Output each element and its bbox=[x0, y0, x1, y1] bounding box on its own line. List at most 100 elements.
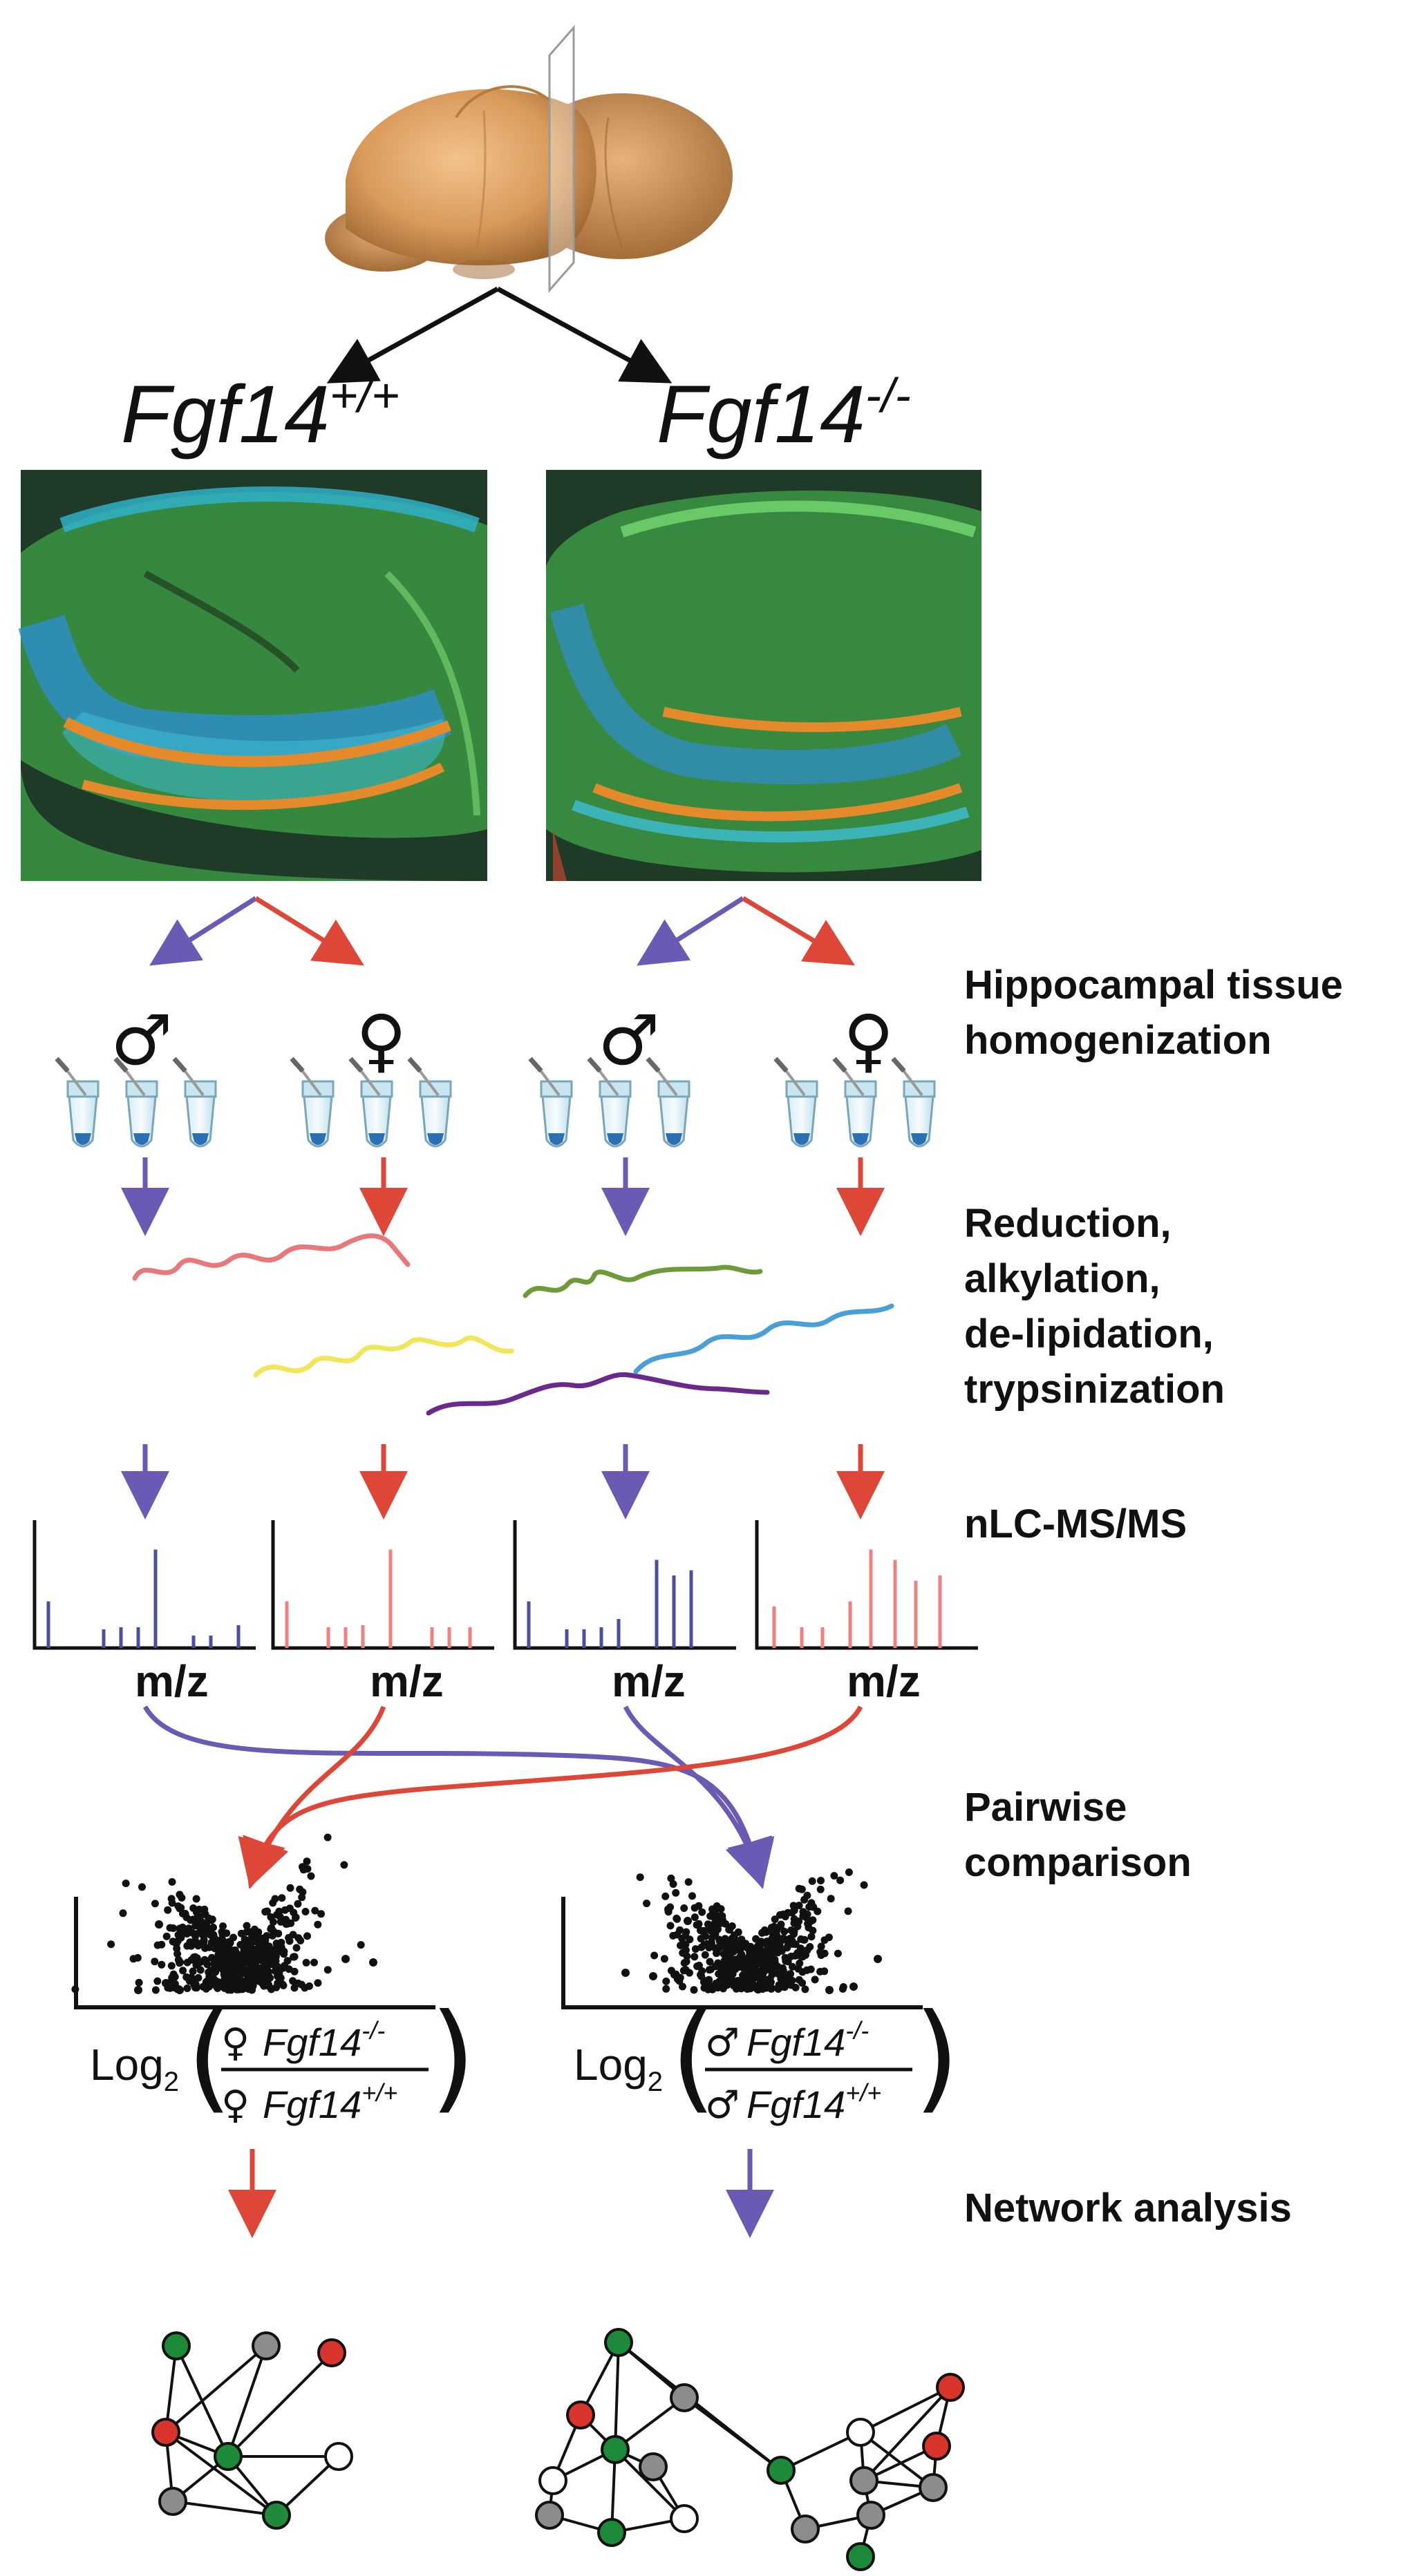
volcano-point bbox=[151, 1900, 159, 1908]
network-node bbox=[919, 2473, 948, 2502]
tube-icon bbox=[832, 1057, 877, 1148]
volcano-point bbox=[839, 1983, 847, 1991]
volcano-point bbox=[303, 1857, 311, 1866]
step-ms: nLC-MS/MS bbox=[964, 1502, 1187, 1546]
volcano-point bbox=[212, 1968, 219, 1976]
volcano-point bbox=[705, 1966, 713, 1974]
volcano-point bbox=[317, 1910, 325, 1918]
network-node bbox=[601, 2435, 630, 2464]
spectrum-plot bbox=[32, 1520, 256, 1650]
volcano-point bbox=[680, 1904, 688, 1912]
spectrum-axes bbox=[271, 1520, 494, 1650]
svg-text:♀: ♀ bbox=[221, 2020, 250, 2065]
volcano-point bbox=[719, 1985, 727, 1993]
spectrum-axis-label: m/z bbox=[847, 1656, 921, 1706]
volcano-point bbox=[71, 1985, 79, 1993]
volcano-point bbox=[690, 1904, 699, 1912]
volcano-point bbox=[306, 1982, 313, 1990]
volcano-point bbox=[662, 1977, 670, 1985]
volcano-point bbox=[219, 1936, 227, 1944]
volcano-point bbox=[707, 1939, 715, 1947]
spectrum-axes bbox=[32, 1520, 256, 1650]
sample-tubes bbox=[55, 1057, 936, 1148]
volcano-point bbox=[151, 1958, 159, 1966]
volcano-point bbox=[664, 1905, 672, 1913]
volcano-point bbox=[188, 1929, 196, 1937]
volcano-point bbox=[761, 1926, 769, 1934]
network-node bbox=[252, 2331, 281, 2360]
network-node bbox=[538, 2466, 567, 2495]
volcano-point bbox=[766, 1974, 774, 1982]
volcano-point bbox=[778, 1975, 786, 1982]
volcano-point bbox=[119, 1909, 127, 1917]
network-node bbox=[670, 2383, 699, 2412]
volcano-point bbox=[314, 1920, 322, 1929]
spectrum-axis-label: m/z bbox=[135, 1656, 209, 1706]
volcano-point bbox=[706, 1958, 714, 1966]
volcano-point bbox=[265, 1982, 273, 1991]
volcano-point bbox=[297, 1937, 305, 1944]
volcano-point bbox=[267, 1913, 275, 1921]
volcano-point bbox=[680, 1959, 688, 1967]
volcano-point bbox=[245, 1949, 253, 1958]
network-edge bbox=[227, 2345, 267, 2457]
volcano-point bbox=[282, 1920, 290, 1928]
svg-text:♂: ♂ bbox=[705, 2020, 740, 2065]
network-node bbox=[791, 2515, 820, 2544]
network-node bbox=[846, 2418, 875, 2447]
network-node bbox=[849, 2466, 878, 2495]
volcano-point bbox=[800, 1895, 809, 1904]
network-node bbox=[158, 2487, 187, 2516]
volcano-point bbox=[662, 1985, 670, 1993]
network-edge bbox=[614, 2342, 620, 2450]
network-node bbox=[317, 2338, 346, 2367]
volcano-point bbox=[874, 1955, 882, 1963]
volcano-point bbox=[699, 1928, 707, 1936]
volcano-point bbox=[809, 1916, 817, 1924]
volcano-point bbox=[196, 1966, 205, 1974]
volcano-point bbox=[707, 1926, 715, 1935]
volcano-point bbox=[107, 1940, 115, 1949]
network-graph bbox=[151, 2331, 353, 2530]
brain-illustration bbox=[325, 25, 733, 293]
volcano-point bbox=[676, 1926, 684, 1934]
volcano-point bbox=[690, 1953, 699, 1961]
network-graph bbox=[535, 2328, 965, 2571]
network-edge bbox=[683, 2396, 782, 2472]
network-edge bbox=[860, 2386, 951, 2434]
volcano-plot bbox=[71, 1833, 435, 2009]
volcano-point bbox=[223, 1929, 231, 1938]
volcano-point bbox=[223, 1962, 232, 1971]
volcano-point bbox=[162, 1979, 170, 1987]
volcano-point bbox=[771, 1915, 779, 1924]
spectrum-axes bbox=[513, 1520, 736, 1650]
volcano-point bbox=[758, 1980, 767, 1989]
spectrum-plot bbox=[271, 1520, 494, 1650]
volcano-point bbox=[135, 1978, 143, 1987]
volcano-point bbox=[169, 1970, 178, 1978]
volcano-point bbox=[192, 1895, 200, 1903]
volcano-point bbox=[779, 1910, 787, 1918]
svg-text:Fgf14+/+: Fgf14+/+ bbox=[263, 2078, 397, 2126]
volcano-point bbox=[763, 1938, 771, 1946]
volcano-point bbox=[726, 1965, 735, 1973]
sex-split-arrows bbox=[149, 896, 856, 966]
volcano-point bbox=[649, 1972, 657, 1980]
tube-icon bbox=[55, 1057, 100, 1148]
step-network: Network analysis bbox=[964, 2186, 1292, 2231]
volcano-point bbox=[712, 1914, 720, 1922]
volcano-point bbox=[307, 1872, 315, 1880]
tube-icon bbox=[113, 1057, 158, 1148]
volcano-point bbox=[660, 1955, 668, 1963]
volcano-point bbox=[194, 1942, 203, 1950]
volcano-point bbox=[272, 1983, 281, 1991]
volcano-point bbox=[737, 1985, 745, 1993]
volcano-point bbox=[243, 1928, 251, 1936]
volcano-point bbox=[134, 1986, 142, 1994]
svg-text:): ) bbox=[430, 1989, 476, 2125]
volcano-plots bbox=[71, 1833, 923, 2009]
genotype-wt-title: Fgf14+/+ bbox=[121, 368, 400, 460]
volcano-point bbox=[297, 1980, 306, 1989]
volcano-point bbox=[817, 1877, 825, 1885]
volcano-point bbox=[285, 1965, 293, 1973]
